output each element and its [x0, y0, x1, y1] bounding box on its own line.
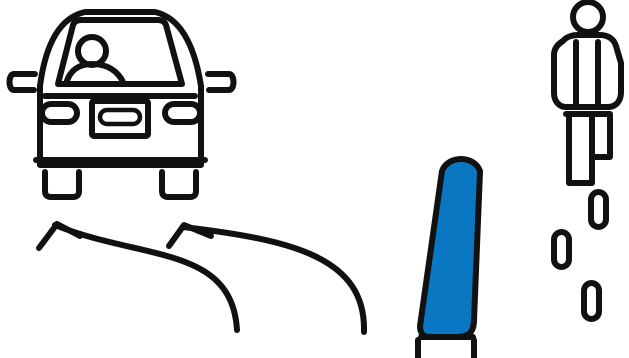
- right-leg: [592, 114, 610, 157]
- footprint-1: [591, 192, 606, 227]
- pedestrian-backpack-icon: [554, 2, 621, 183]
- driver-icon: [66, 37, 124, 84]
- right-wheel: [162, 172, 196, 197]
- plate-inner: [100, 110, 140, 124]
- footprint-2: [554, 232, 569, 267]
- left-wheel: [45, 172, 79, 197]
- right-headlight: [165, 104, 200, 122]
- backpack: [554, 35, 621, 107]
- left-turn-arrow-head: [39, 224, 80, 248]
- driver-head: [78, 37, 106, 65]
- left-mirror: [10, 74, 36, 90]
- car-front-icon: [10, 12, 234, 197]
- curved-arrow-icon: [39, 224, 364, 332]
- left-headlight: [42, 104, 77, 122]
- left-leg: [569, 114, 592, 183]
- footprint-3: [584, 283, 599, 319]
- car-body: [40, 12, 201, 165]
- right-turn-arrow-path: [183, 227, 364, 332]
- bollard-icon: [418, 159, 480, 358]
- right-mirror: [208, 74, 234, 90]
- footprints-icon: [554, 192, 606, 319]
- pedestrian-head: [573, 2, 603, 32]
- bollard-body: [420, 159, 480, 337]
- left-turn-arrow-path: [55, 225, 237, 330]
